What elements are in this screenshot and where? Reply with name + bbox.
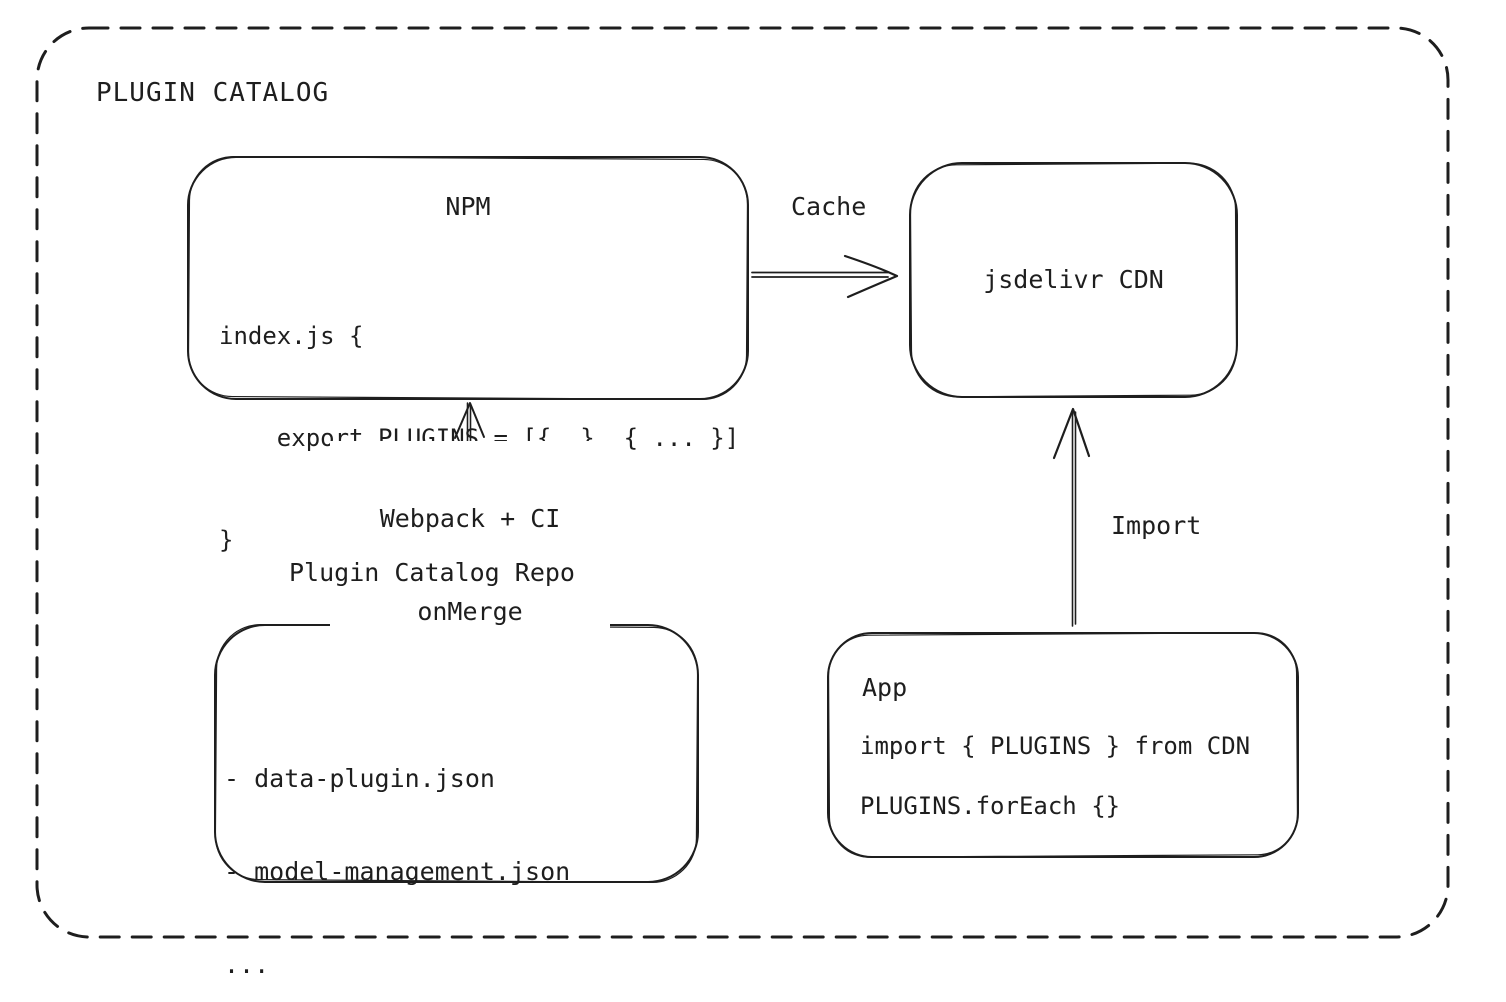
npm-code-line-1: index.js { — [219, 322, 364, 350]
cache-arrow — [751, 254, 899, 299]
cdn-box-label: jsdelivr CDN — [983, 265, 1164, 294]
npm-box-shape-ghost — [187, 155, 749, 401]
cache-arrow-label: Cache — [787, 192, 871, 222]
build-arrow-label: Webpack + CI onMerge — [330, 441, 610, 699]
app-code-line-1: import { PLUGINS } from CDN — [860, 732, 1251, 760]
catalog-frame — [35, 26, 1450, 939]
repo-file-list: - data-plugin.json - model-management.js… — [224, 701, 570, 1002]
app-code-line-2: PLUGINS.forEach {} — [860, 792, 1121, 820]
repo-file-item-1: - data-plugin.json — [224, 764, 495, 793]
repo-box-title: Plugin Catalog Repo — [289, 558, 575, 587]
app-box-shape — [827, 632, 1299, 858]
repo-file-item-ellipsis: ... — [224, 950, 270, 979]
build-arrow-label-line-2: onMerge — [417, 597, 523, 626]
cdn-box-shape — [909, 162, 1238, 398]
build-arrow-label-line-1: Webpack + CI — [379, 504, 561, 533]
npm-box-shape — [187, 156, 749, 400]
diagram-title: PLUGIN CATALOG — [96, 78, 330, 108]
repo-file-item-2: - model-management.json — [224, 857, 571, 886]
app-box-title: App — [862, 673, 908, 702]
app-box-shape-ghost — [827, 632, 1299, 858]
npm-code-line-3: } — [219, 526, 234, 554]
import-arrow-label: Import — [1107, 511, 1206, 541]
cdn-box-shape-ghost — [909, 162, 1238, 398]
npm-box-title: NPM — [445, 192, 491, 221]
import-arrow — [1052, 407, 1091, 627]
